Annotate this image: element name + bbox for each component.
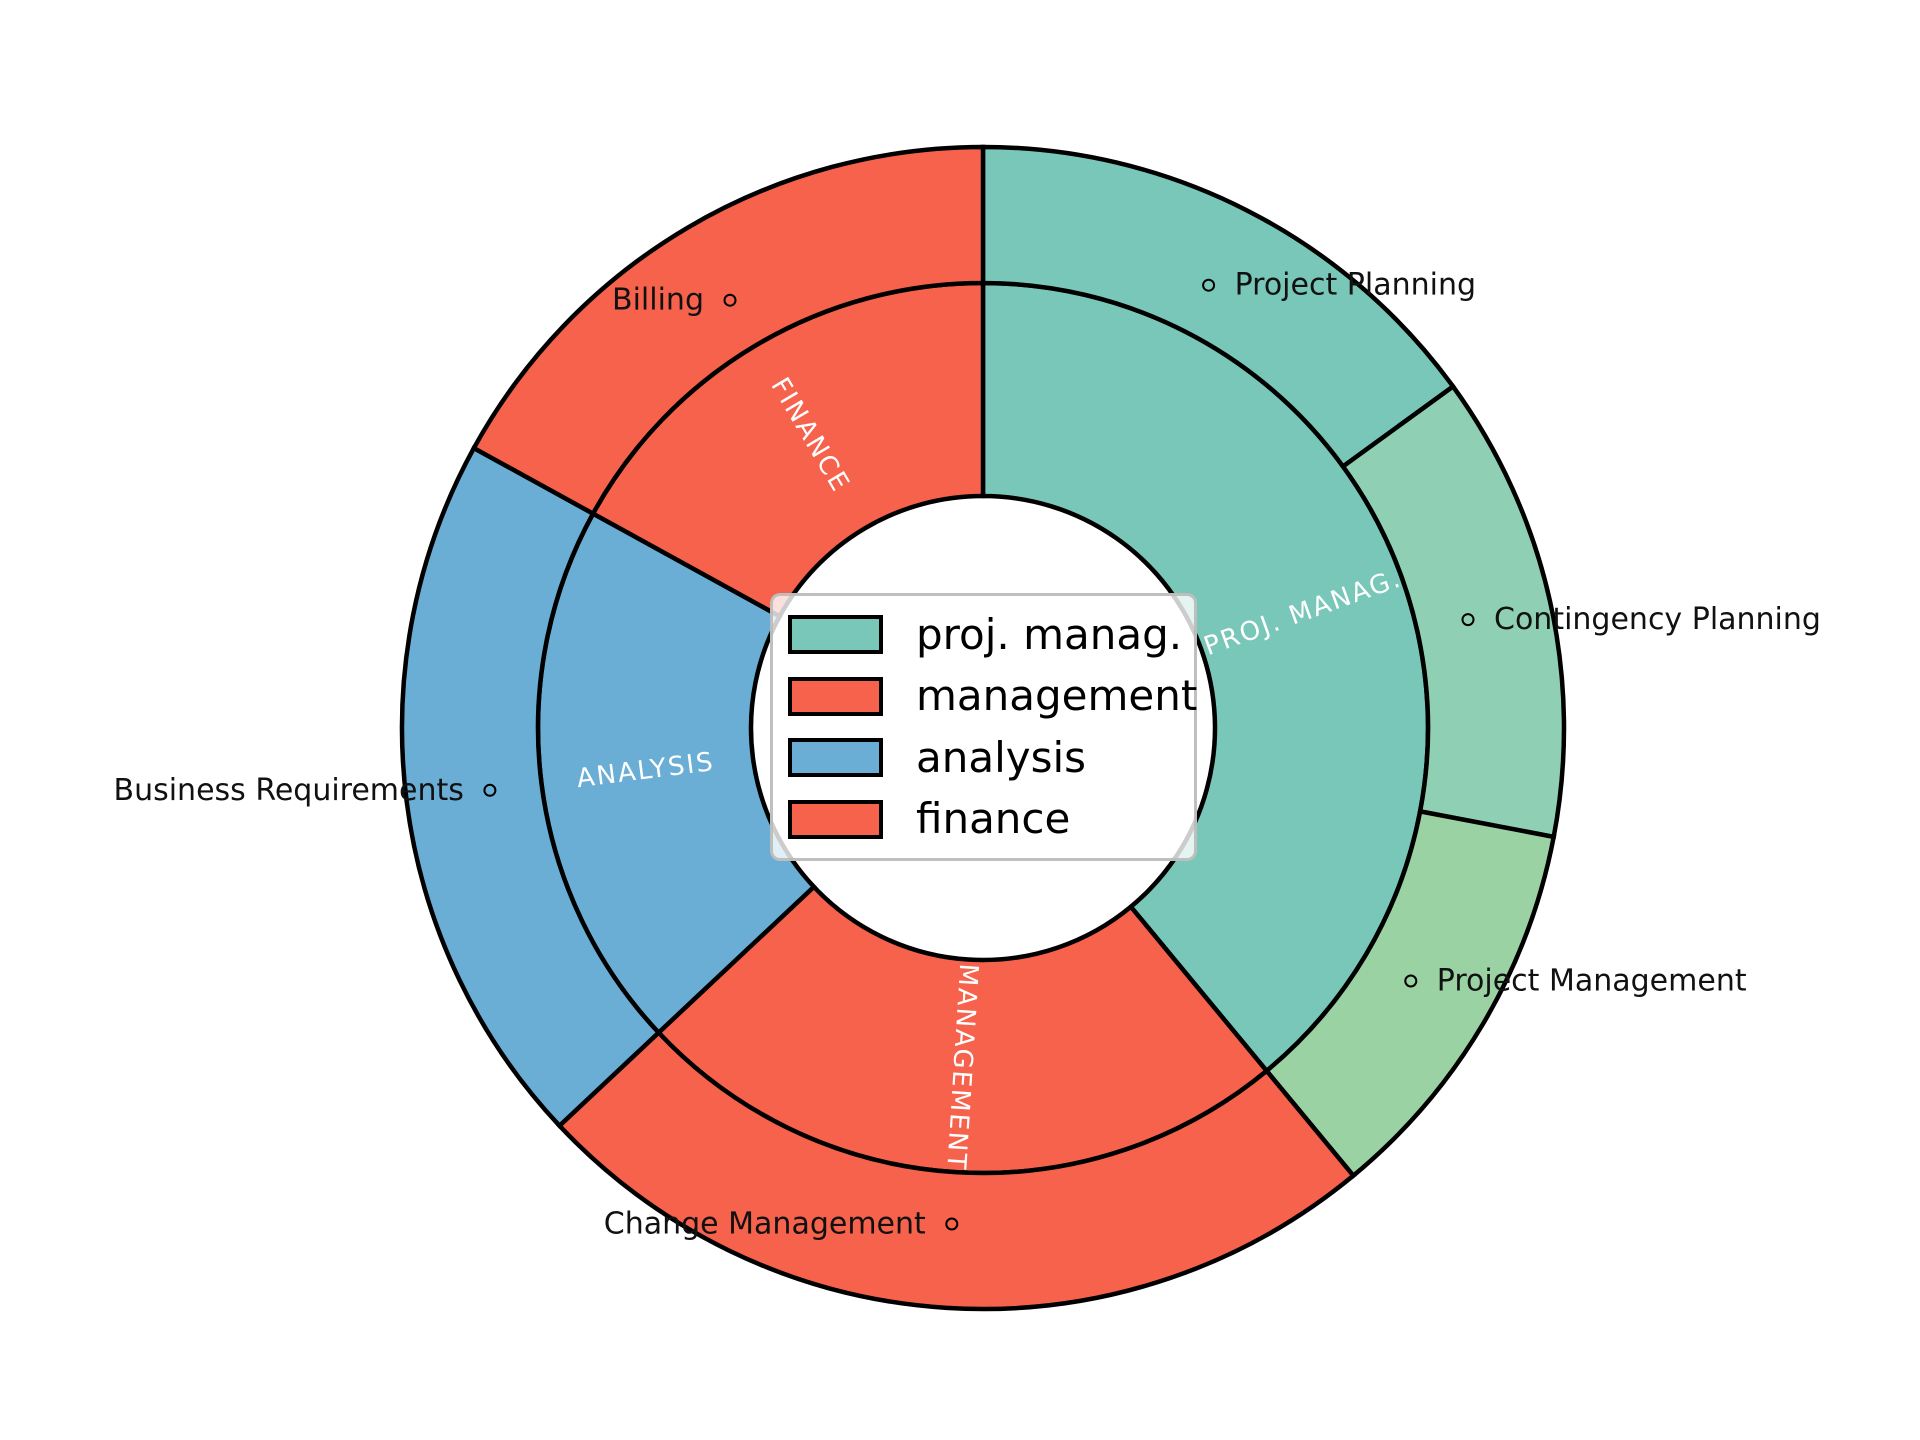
outer-ring-label-project-planning: Project Planning xyxy=(1235,268,1476,303)
legend-label: analysis xyxy=(916,732,1087,782)
legend-swatch-finance xyxy=(788,799,883,839)
legend-item-proj-manag: proj. manag. xyxy=(788,613,1182,656)
outer-label-marker-change-management xyxy=(945,1217,959,1231)
outer-ring-label-project-management: Project Management xyxy=(1437,964,1747,999)
outer-label-marker-contingency-planning xyxy=(1461,613,1475,627)
outer-label-marker-business-requirements xyxy=(483,783,497,797)
outer-ring-label-business-requirements: Business Requirements xyxy=(114,773,464,808)
outer-wedge-change-management xyxy=(556,1029,1357,1312)
outer-label-marker-project-management xyxy=(1404,974,1418,988)
legend-item-analysis: analysis xyxy=(788,732,1174,782)
outer-wedge-business-requirements xyxy=(399,445,662,1129)
outer-label-marker-project-planning xyxy=(1202,278,1216,292)
legend-item-finance: finance xyxy=(788,798,1174,840)
outer-ring-label-change-management: Change Management xyxy=(604,1207,926,1242)
legend-label: proj. manag. xyxy=(916,609,1183,659)
legend-label: management xyxy=(916,671,1198,721)
legend-swatch-management xyxy=(788,676,883,716)
outer-ring-label-contingency-planning: Contingency Planning xyxy=(1494,602,1821,637)
wedges xyxy=(399,144,1567,1312)
outer-label-marker-billing xyxy=(723,293,737,307)
legend-swatch-analysis xyxy=(788,738,883,778)
legend: proj. manag. management analysis finance xyxy=(770,593,1197,861)
outer-wedge-billing xyxy=(470,144,986,517)
outer-ring-label-billing: Billing xyxy=(612,283,704,318)
legend-item-management: management xyxy=(788,675,1197,717)
legend-swatch-proj-manag xyxy=(788,615,883,655)
legend-label: finance xyxy=(916,794,1071,844)
